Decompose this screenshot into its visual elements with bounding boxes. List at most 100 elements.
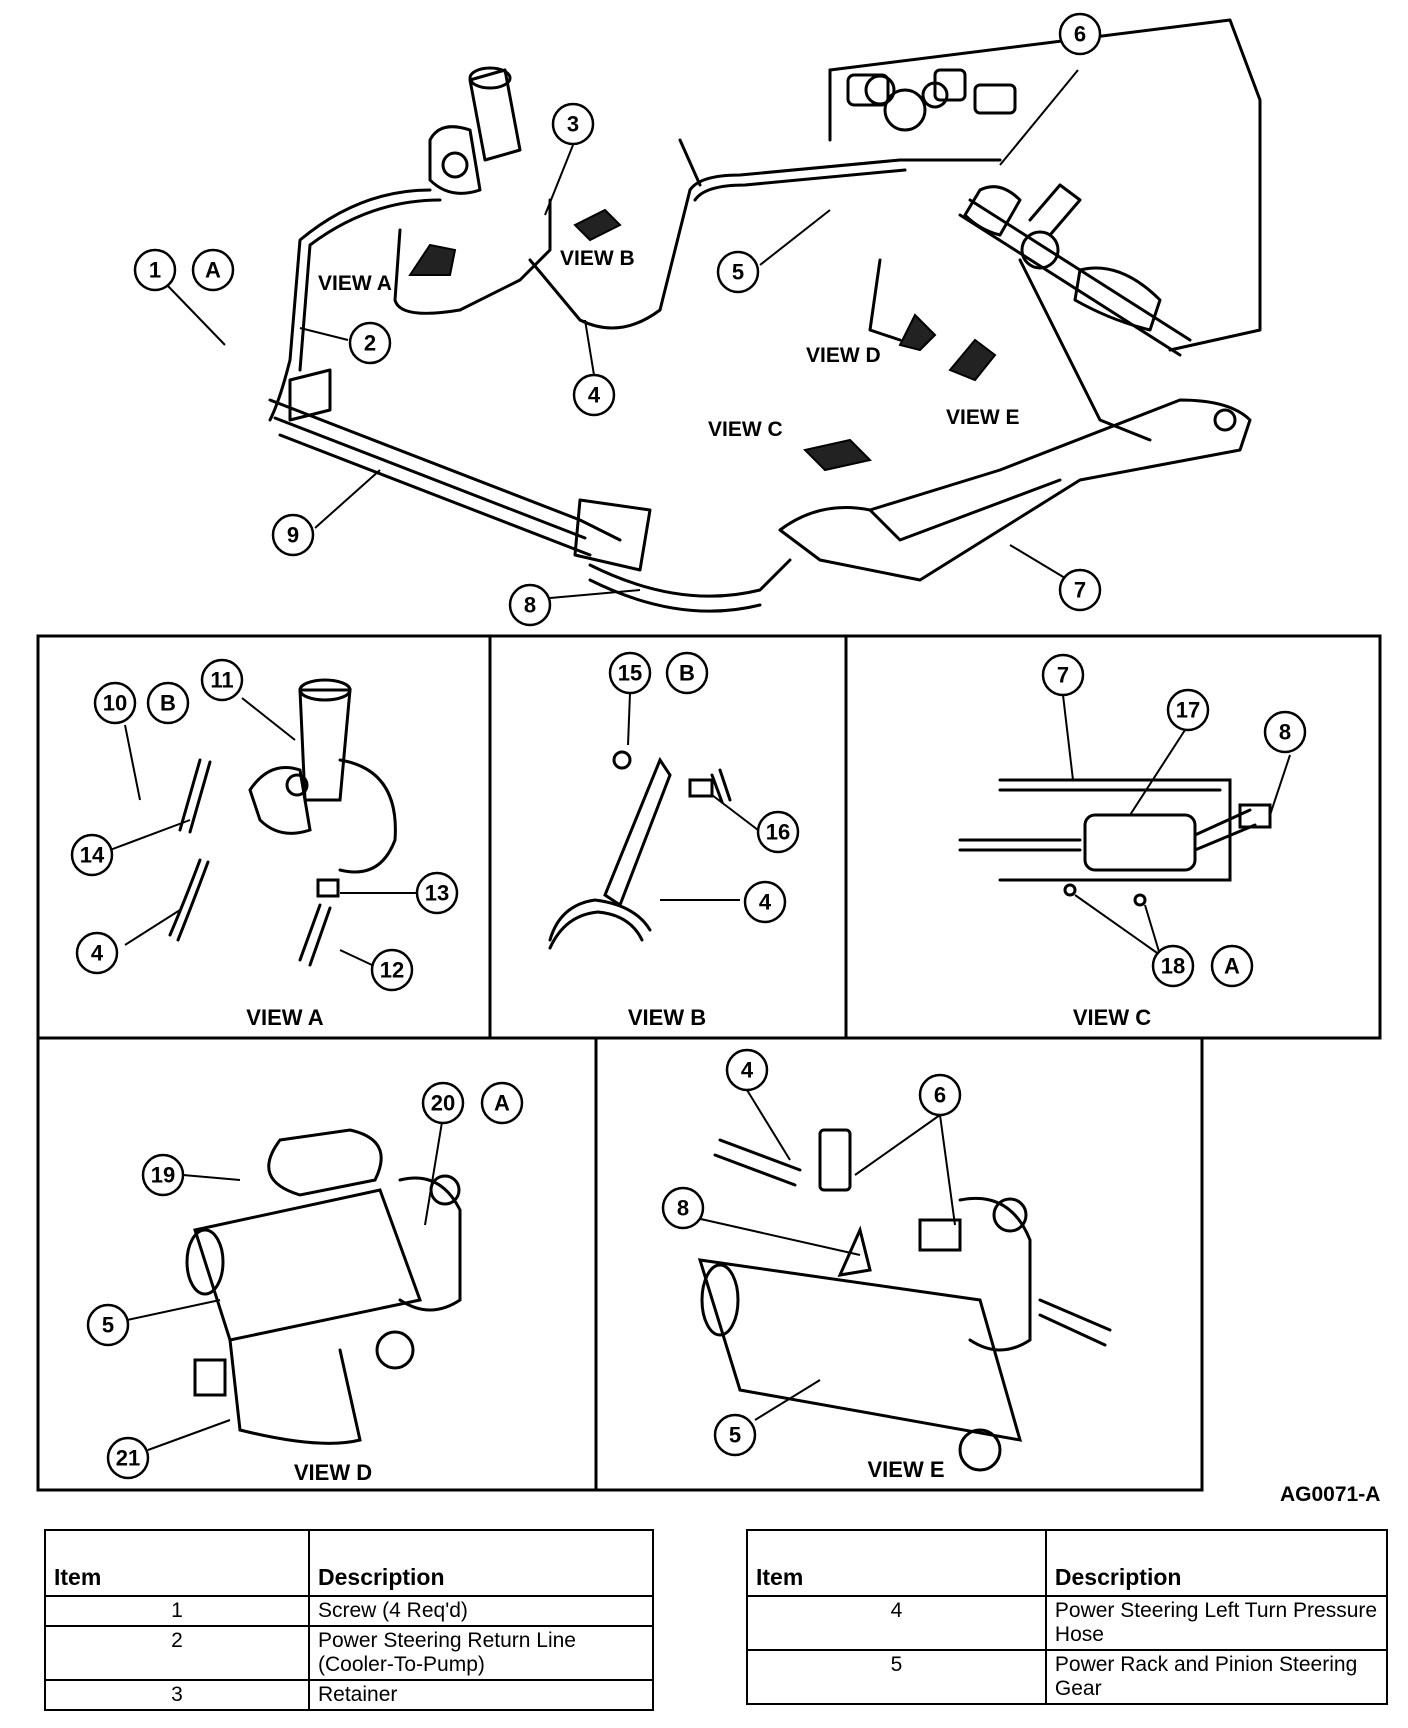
svg-text:A: A bbox=[205, 258, 221, 283]
svg-text:21: 21 bbox=[116, 1446, 140, 1471]
view-d-title: VIEW D bbox=[294, 1460, 372, 1485]
view-d-callouts: 20 A 19 5 21 bbox=[86, 1081, 524, 1480]
view-a-arrow bbox=[408, 243, 457, 276]
svg-text:20: 20 bbox=[431, 1091, 455, 1116]
item-number: 5 bbox=[746, 1649, 1047, 1705]
panel-borders bbox=[36, 634, 1382, 1492]
svg-text:8: 8 bbox=[1279, 720, 1291, 745]
svg-text:2: 2 bbox=[364, 331, 376, 356]
callout-5-view-e: 5 bbox=[713, 1413, 757, 1457]
svg-text:6: 6 bbox=[1074, 22, 1086, 47]
view-arrows bbox=[408, 208, 997, 472]
item-number: 1 bbox=[44, 1595, 310, 1627]
figure-code: AG0071-A bbox=[1280, 1483, 1381, 1506]
item-table-left: Item Description 1 Screw (4 Req'd) 2 Pow… bbox=[44, 1529, 654, 1711]
table-row: 4 Power Steering Left Turn Pressure Hose bbox=[746, 1595, 1389, 1651]
callout-5: 5 bbox=[716, 250, 760, 294]
svg-text:B: B bbox=[160, 691, 176, 716]
view-c-title: VIEW C bbox=[1073, 1005, 1151, 1030]
callout-7-view-c: 7 bbox=[1041, 653, 1085, 697]
label-view-e: VIEW E bbox=[946, 406, 1020, 429]
callout-14: 14 bbox=[70, 833, 114, 877]
table-header-row: Item Description bbox=[746, 1529, 1389, 1597]
view-d-arrow bbox=[898, 313, 937, 352]
view-a-panel: 10 B 11 14 4 13 12 VIEW A bbox=[70, 658, 459, 1030]
svg-text:A: A bbox=[1224, 954, 1240, 979]
view-e-panel: 4 6 8 5 VIEW E bbox=[661, 1048, 1112, 1482]
view-c-arrow bbox=[803, 438, 872, 472]
callout-18: 18 bbox=[1151, 944, 1195, 988]
callout-4-view-b: 4 bbox=[743, 880, 787, 924]
callout-8-view-e: 8 bbox=[661, 1186, 705, 1230]
view-e-arrow bbox=[948, 338, 997, 382]
callout-16: 16 bbox=[756, 810, 800, 854]
callout-10: 10 bbox=[93, 681, 137, 725]
callout-A-main: A bbox=[191, 248, 235, 292]
view-b-panel: 15 B 16 4 VIEW B bbox=[548, 651, 800, 1030]
svg-text:4: 4 bbox=[741, 1058, 754, 1083]
svg-text:A: A bbox=[494, 1091, 510, 1116]
svg-text:5: 5 bbox=[729, 1423, 741, 1448]
svg-text:8: 8 bbox=[524, 593, 536, 618]
svg-text:B: B bbox=[679, 661, 695, 686]
table-header-row: Item Description bbox=[44, 1529, 654, 1597]
view-c-callouts: 7 17 8 18 A bbox=[1041, 653, 1307, 988]
table-row: 3 Retainer bbox=[44, 1679, 654, 1711]
callout-17: 17 bbox=[1166, 688, 1210, 732]
item-description: Power Rack and Pinion Steering Gear bbox=[1044, 1649, 1389, 1705]
callout-20: 20 bbox=[421, 1081, 465, 1125]
callout-15: 15 bbox=[608, 651, 652, 695]
callout-5-view-d: 5 bbox=[86, 1303, 130, 1347]
item-number: 2 bbox=[44, 1625, 310, 1681]
header-item: Item bbox=[44, 1529, 310, 1597]
svg-text:11: 11 bbox=[210, 668, 233, 693]
svg-text:1: 1 bbox=[149, 258, 161, 283]
callout-2: 2 bbox=[348, 321, 392, 365]
callout-6-view-e: 6 bbox=[918, 1073, 962, 1117]
view-c-panel: 7 17 8 18 A VIEW C bbox=[958, 653, 1307, 1030]
callout-13: 13 bbox=[415, 871, 459, 915]
label-view-d: VIEW D bbox=[806, 344, 881, 367]
callout-4-view-e: 4 bbox=[725, 1048, 769, 1092]
table-row: 2 Power Steering Return Line (Cooler-To-… bbox=[44, 1625, 654, 1681]
svg-text:14: 14 bbox=[80, 843, 105, 868]
svg-text:19: 19 bbox=[151, 1163, 175, 1188]
callout-A-view-c: A bbox=[1210, 944, 1254, 988]
view-b-callouts: 15 B 16 4 bbox=[608, 651, 800, 924]
svg-text:4: 4 bbox=[91, 941, 104, 966]
table-row: 5 Power Rack and Pinion Steering Gear bbox=[746, 1649, 1389, 1705]
item-description: Screw (4 Req'd) bbox=[308, 1595, 654, 1627]
svg-text:5: 5 bbox=[732, 260, 744, 285]
callout-4-view-a: 4 bbox=[75, 931, 119, 975]
label-view-a: VIEW A bbox=[318, 272, 392, 295]
callout-B-view-b: B bbox=[665, 651, 709, 695]
header-description: Description bbox=[1044, 1529, 1389, 1597]
label-view-c: VIEW C bbox=[708, 418, 783, 441]
main-leaders bbox=[166, 69, 1079, 599]
main-view-labels: VIEW A VIEW B VIEW C VIEW D VIEW E bbox=[318, 247, 1020, 441]
callout-21: 21 bbox=[106, 1436, 150, 1480]
callout-11: 11 bbox=[200, 658, 244, 702]
callout-19: 19 bbox=[141, 1153, 185, 1197]
svg-text:12: 12 bbox=[380, 958, 404, 983]
svg-text:4: 4 bbox=[588, 383, 601, 408]
callout-7: 7 bbox=[1058, 568, 1102, 612]
callout-A-view-d: A bbox=[480, 1081, 524, 1125]
item-description: Power Steering Left Turn Pressure Hose bbox=[1044, 1595, 1389, 1651]
callout-1: 1 bbox=[133, 248, 177, 292]
main-callouts: 1 A 2 3 4 5 6 7 8 9 bbox=[133, 12, 1102, 627]
svg-text:16: 16 bbox=[766, 820, 790, 845]
svg-text:13: 13 bbox=[425, 881, 449, 906]
view-a-title: VIEW A bbox=[246, 1005, 324, 1030]
svg-text:4: 4 bbox=[759, 890, 772, 915]
callout-12: 12 bbox=[370, 948, 414, 992]
view-e-callouts: 4 6 8 5 bbox=[661, 1048, 962, 1457]
svg-text:3: 3 bbox=[567, 112, 579, 137]
view-d-panel: 20 A 19 5 21 VIEW D bbox=[86, 1081, 524, 1485]
svg-text:8: 8 bbox=[677, 1196, 689, 1221]
item-table-right: Item Description 4 Power Steering Left T… bbox=[746, 1529, 1389, 1705]
item-number: 4 bbox=[746, 1595, 1047, 1651]
view-a-callouts: 10 B 11 14 4 13 12 bbox=[70, 658, 459, 992]
table-row: 1 Screw (4 Req'd) bbox=[44, 1595, 654, 1627]
